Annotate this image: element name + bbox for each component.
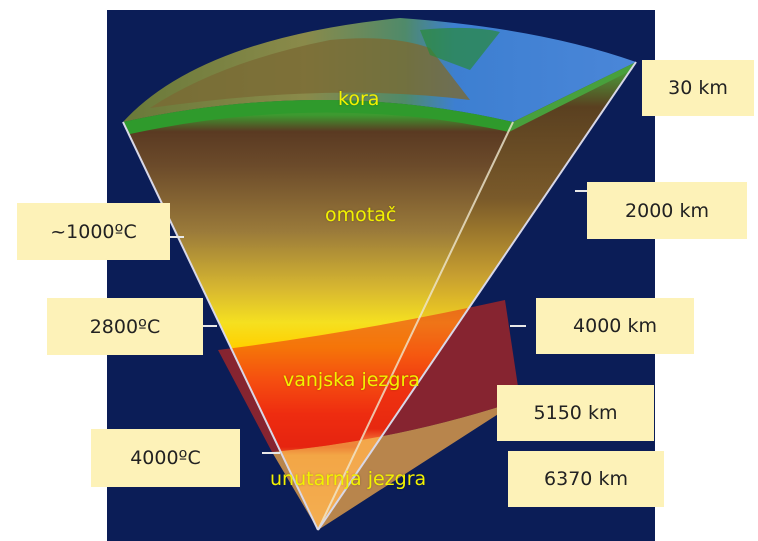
temperature-box-2800: 2800ºC (47, 298, 203, 355)
tick-temp-2 (203, 325, 217, 327)
depth-box-30km: 30 km (642, 60, 754, 116)
crust-label: kora (338, 88, 380, 110)
depth-box-4000km: 4000 km (536, 298, 694, 354)
wedge-left-face (123, 100, 513, 530)
outer-core-region (218, 300, 520, 452)
crust-band-left (123, 100, 513, 134)
temperature-box-4000: 4000ºC (91, 429, 240, 487)
tick-temp-3 (262, 452, 280, 454)
temperature-box-1000: ~1000ºC (17, 203, 170, 260)
tick-depth-1 (575, 190, 589, 192)
wedge-edge-right (317, 61, 637, 531)
wedge-edge-left (122, 121, 319, 531)
depth-box-5150km: 5150 km (497, 385, 654, 441)
depth-box-6370km: 6370 km (508, 451, 664, 507)
land-terrain (150, 38, 470, 109)
outer-core-label: vanjska jezgra (283, 369, 420, 391)
mantle-label: omotač (325, 204, 397, 226)
crust-band-right (509, 62, 636, 132)
forest-terrain (420, 27, 500, 71)
tick-depth-2 (510, 325, 526, 327)
depth-box-2000km: 2000 km (587, 182, 747, 239)
inner-core-label: unutarnja jezgra (270, 468, 427, 490)
tick-temp-1 (170, 236, 184, 238)
wedge-edge-center (317, 121, 514, 531)
